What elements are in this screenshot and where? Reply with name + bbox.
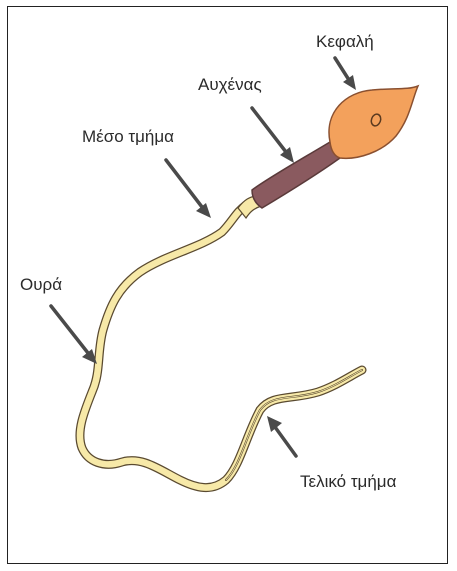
arrow-neck-label [252,108,294,163]
label-head: Κεφαλή [316,32,374,51]
arrow-tail-label [51,306,97,364]
arrow-midpiece-label [166,160,211,218]
arrow-head-label [335,58,356,90]
sperm-tail-fill [80,205,362,488]
sperm-end-piece [226,370,362,480]
sperm-neck [252,142,340,208]
sperm-tail [80,205,362,488]
label-tail: Ουρά [20,275,62,294]
label-midpiece: Μέσο τμήμα [82,127,174,146]
label-neck: Αυχένας [198,75,262,94]
label-end-piece: Τελικό τμήμα [300,472,397,491]
sperm-head [329,86,418,158]
arrow-end-piece-label [267,416,296,456]
